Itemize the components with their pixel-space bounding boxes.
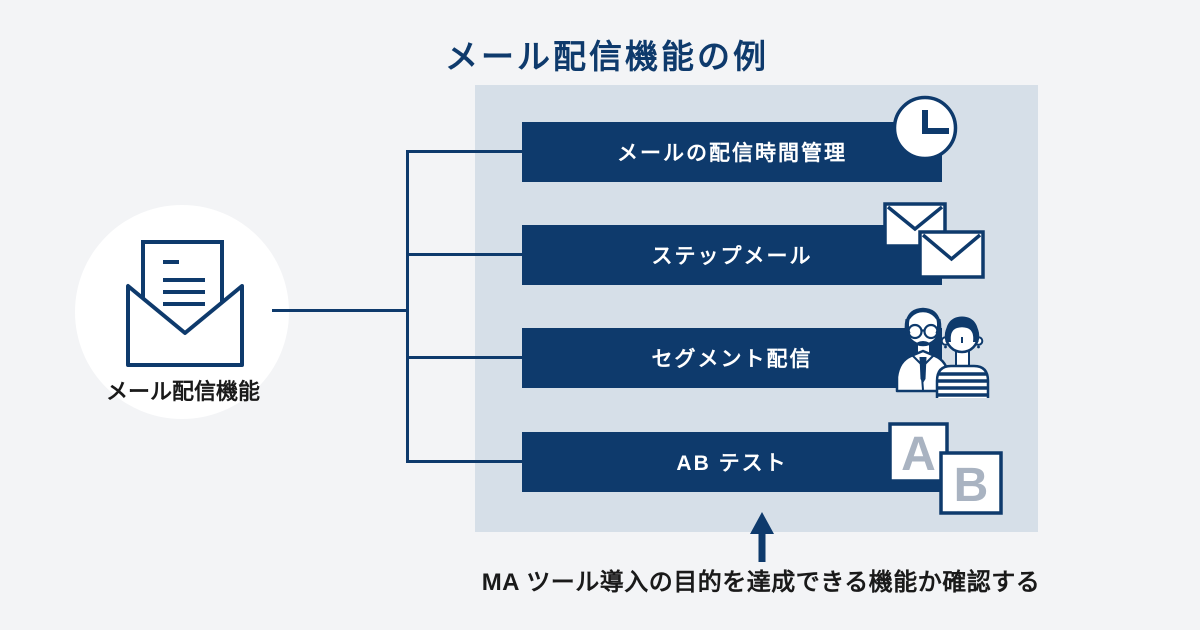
feature-bar-label: ステップメール (651, 245, 813, 268)
feature-bar-ab-test: AB テスト (522, 432, 942, 492)
feature-bar-label: AB テスト (676, 452, 788, 475)
footnote-text: MA ツール導入の目的を達成できる機能か確認する (481, 569, 1041, 596)
feature-bar-segment-delivery: セグメント配信 (522, 328, 942, 388)
source-label: メール配信機能 (105, 379, 261, 404)
connector-trunk-line (406, 150, 409, 463)
page-title: メール配信機能の例 (445, 38, 769, 75)
connector-branch-line-3 (409, 356, 523, 359)
connector-branch-line-2 (409, 253, 523, 256)
feature-bar-step-mail: ステップメール (522, 225, 942, 285)
feature-bar-label: メールの配信時間管理 (617, 142, 847, 165)
feature-bar-delivery-time: メールの配信時間管理 (522, 122, 942, 182)
connector-feed-line (272, 309, 409, 312)
connector-branch-line-4 (409, 460, 523, 463)
feature-bar-label: セグメント配信 (651, 348, 813, 371)
connector-branch-line-1 (409, 150, 523, 153)
